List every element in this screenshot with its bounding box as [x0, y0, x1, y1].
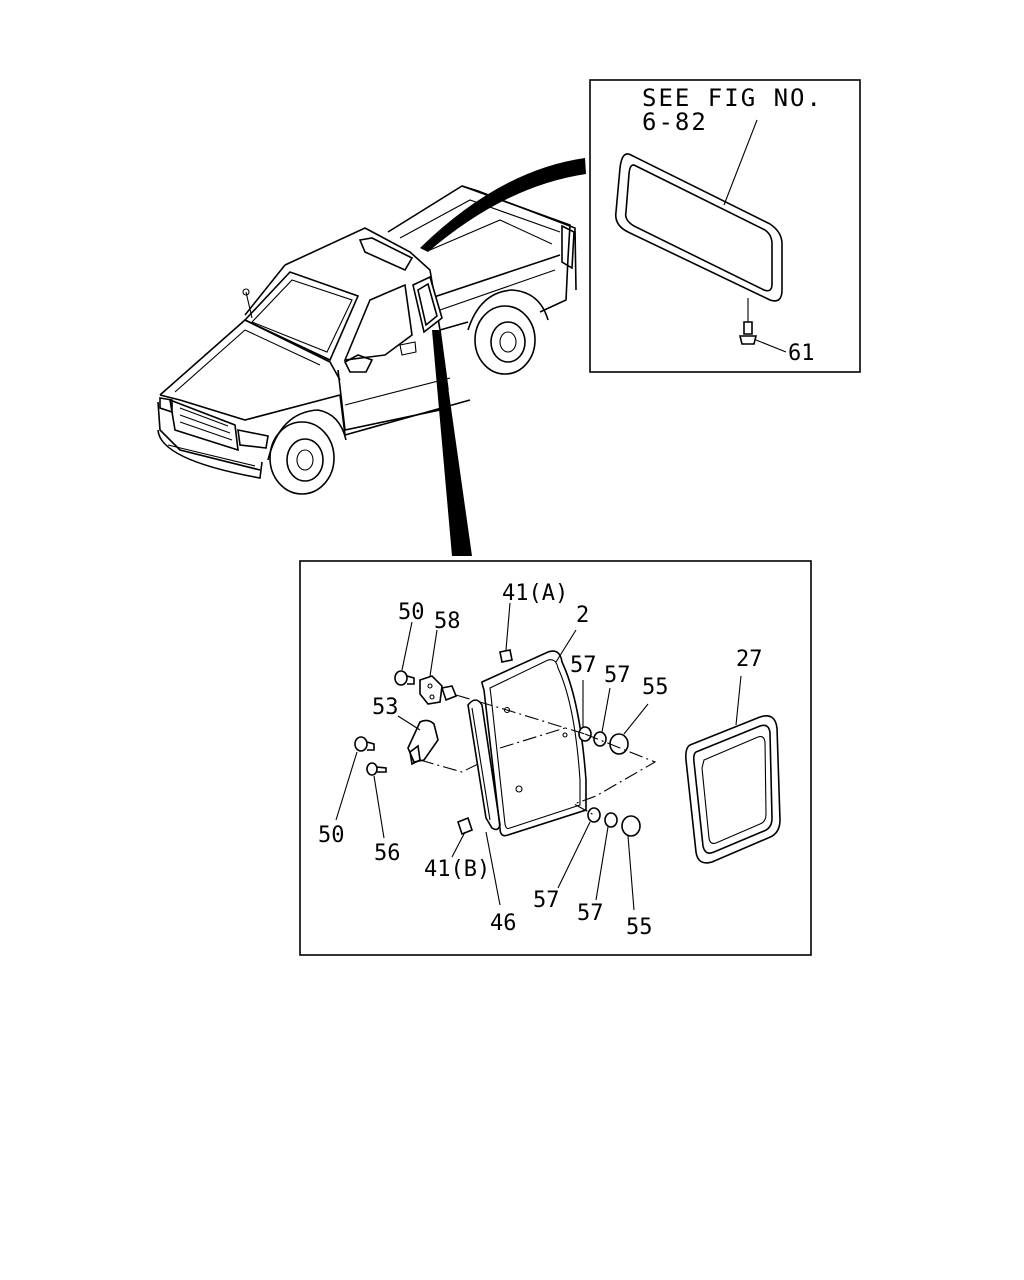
callout-57-upper-a: 57	[570, 653, 597, 678]
callout-27: 27	[736, 647, 763, 672]
callout-41b: 41(B)	[424, 857, 490, 882]
weatherstrip-46	[467, 699, 501, 831]
callout-55-upper: 55	[642, 675, 669, 700]
top-inset-frame	[589, 79, 861, 373]
top-inset: SEE FIG NO. 6-82 61	[589, 79, 861, 373]
callout-56: 56	[374, 841, 401, 866]
washer-57-upper-b	[593, 687, 611, 747]
callout-57-upper-b: 57	[604, 663, 631, 688]
screw-56	[366, 762, 387, 839]
see-fig-note-line1: SEE FIG NO.	[642, 84, 823, 112]
latch-53	[397, 715, 439, 766]
washer-57-upper-a	[578, 680, 592, 742]
callout-57-lower-b: 57	[577, 901, 604, 926]
callout-58: 58	[434, 609, 461, 634]
bottom-inset-frame	[299, 560, 812, 956]
washer-57-lower-b	[595, 812, 618, 901]
callout-41a: 41(A)	[502, 581, 568, 606]
clip-41b	[451, 816, 473, 858]
see-fig-note-line2: 6-82	[642, 108, 708, 136]
pickup-truck-illustration	[157, 185, 577, 495]
front-wheel	[267, 409, 347, 495]
leader-to-bottom-inset	[432, 330, 472, 556]
callout-2: 2	[576, 603, 589, 628]
screw-61	[738, 298, 787, 353]
callout-46: 46	[490, 911, 517, 936]
callout-57-lower-a: 57	[533, 888, 560, 913]
bottom-inset: 41(A) 2 50 58 57 57 55 27 53 50 56 41(B)…	[299, 560, 812, 956]
callout-55-lower: 55	[626, 915, 653, 940]
rear-window-glass	[614, 153, 783, 302]
callout-50-top: 50	[398, 600, 425, 625]
callout-61: 61	[788, 341, 815, 366]
seal-ring-27	[685, 715, 781, 864]
nut-50-top	[394, 621, 415, 686]
callout-50-bottom: 50	[318, 823, 345, 848]
cap-55-lower	[621, 815, 641, 911]
rear-wheel	[467, 289, 549, 375]
clip-41a	[499, 602, 513, 663]
hinge-bracket-58	[419, 629, 458, 705]
callout-53: 53	[372, 695, 399, 720]
leader-to-top-inset	[420, 158, 586, 252]
washer-57-lower-a	[557, 807, 601, 889]
nut-50-bottom	[335, 736, 375, 821]
